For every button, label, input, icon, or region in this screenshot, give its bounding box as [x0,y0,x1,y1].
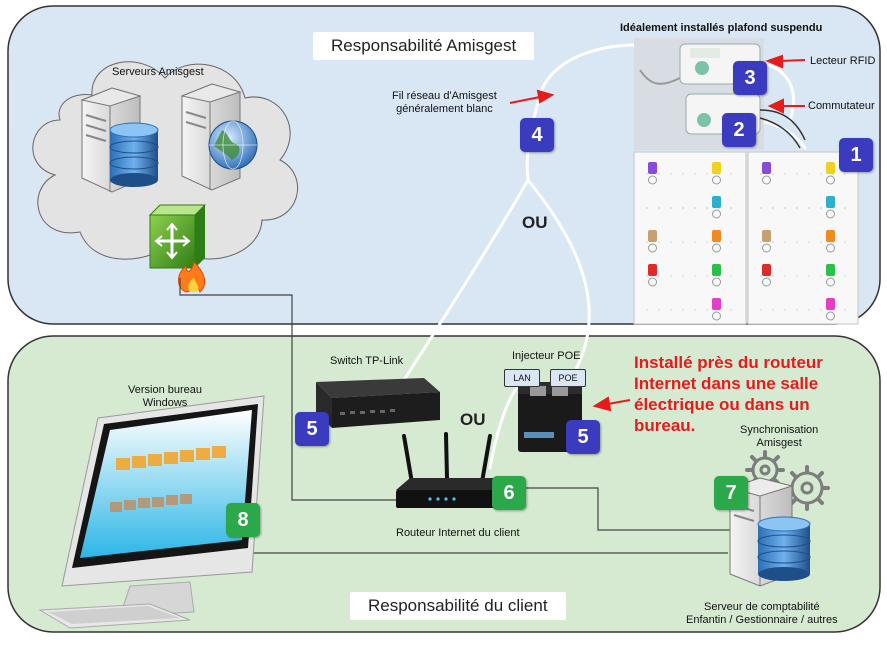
badge-4: 4 [520,118,554,152]
sync-label: Synchronisation Amisgest [740,424,819,449]
poe-injector-label: Injecteur POE [512,350,581,362]
badge-1: 1 [839,138,873,172]
database-icon [109,122,159,187]
switch-tplink-label: Switch TP-Link [330,355,404,367]
rfid-reader-label: Lecteur RFID [810,55,876,67]
gears-icon [745,450,830,511]
ou-label: OU [460,410,486,429]
badge-5: 5 [295,412,329,446]
keyboard-icon [38,603,191,629]
lan-port-label: LAN [504,369,540,387]
badge-7: 7 [714,476,748,510]
ideal-install-label: Idéalement installés plafond suspendu [620,22,823,34]
monitor-icon [61,395,265,617]
network-wire-label: Fil réseau d'Amisgest généralement blanc [392,90,497,115]
accounting-label: Serveur de comptabilité Enfantin / Gesti… [686,601,838,626]
router-icon [396,432,516,508]
badge-5: 5 [566,420,600,454]
ou-label: OU [522,213,548,232]
badge-3: 3 [733,61,767,95]
badge-2: 2 [722,113,756,147]
servers-label: Serveurs Amisgest [112,66,204,78]
switcher-label: Commutateur [808,100,875,112]
router-label: Routeur Internet du client [396,527,520,539]
badge-8: 8 [226,503,260,537]
bottom-zone-title: Responsabilité du client [350,592,566,620]
tplink-switch-icon [316,378,440,428]
poe-port-label: POE [550,369,586,387]
badge-6: 6 [492,476,526,510]
placement-note: Installé près du routeur Internet dans u… [634,353,823,435]
globe-icon [208,120,258,170]
firewall-icon [148,204,207,293]
database-icon [757,516,811,581]
desktop-label: Version bureau Windows [128,384,202,409]
top-zone-title: Responsabilité Amisgest [313,32,535,60]
key-board-icon [633,151,859,325]
